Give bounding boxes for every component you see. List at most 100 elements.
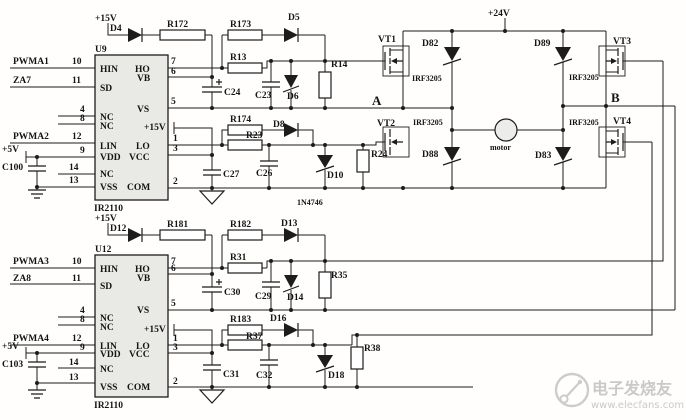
u9-pin13: 13 [69, 176, 79, 186]
d6-label: D6 [287, 92, 299, 102]
u12-pin8: 8 [80, 315, 85, 325]
p15v-label-d4: +15V [95, 14, 117, 24]
diode-d13 [284, 228, 299, 242]
mosfet-vt2 [382, 126, 410, 158]
u9-lo: LO [136, 142, 150, 152]
p15v-label-d12: +15V [95, 214, 117, 224]
c100-label: C100 [2, 163, 23, 173]
u12-ref: U12 [95, 245, 112, 255]
u9-ho: HO [135, 65, 150, 75]
d12-label: D12 [110, 224, 127, 234]
u12-pin1: 1 [173, 334, 178, 344]
resistor-r35 [318, 271, 332, 299]
resistor-r14 [318, 71, 332, 99]
u12-ho: HO [135, 265, 150, 275]
diode-d16 [284, 323, 299, 337]
u12-pin4: 4 [80, 306, 85, 316]
u9-pin8: 8 [80, 114, 85, 124]
vt3-gate-route [266, 61, 664, 268]
vt4-part-label: IRF3205 [569, 118, 599, 127]
elecfans-logo-icon [554, 372, 590, 408]
d10-label: D10 [327, 171, 344, 181]
vt3-part-label: IRF3205 [569, 73, 599, 82]
r173-label: R173 [230, 20, 251, 30]
u12-pin9: 9 [80, 343, 85, 353]
d83-label: D83 [535, 151, 552, 161]
d88-label: D88 [422, 150, 439, 160]
vt4-gate-route [351, 142, 653, 345]
za8-label: ZA8 [13, 274, 31, 284]
u12-pin5: 5 [171, 299, 176, 309]
vt4-wires [605, 106, 652, 188]
u12-vs: VS [137, 306, 149, 316]
u12-ho-gate-line [168, 261, 292, 310]
pwma3-label: PWMA3 [13, 257, 49, 267]
c31-label: C31 [223, 370, 240, 380]
r181-label: R181 [167, 220, 188, 230]
u12-pin3: 3 [173, 343, 178, 353]
resistor-r31 [227, 262, 263, 274]
zener-d82 [442, 47, 462, 66]
p5v-label-u12: +5V [2, 342, 19, 352]
resistor-r38 [350, 346, 364, 370]
ground-triangle-bottom [198, 389, 226, 404]
watermark-brand: 电子发烧友 [592, 379, 673, 398]
u9-vss: VSS [100, 183, 117, 193]
resistor-r173 [227, 29, 263, 41]
u12-sd: SD [100, 282, 112, 292]
u9-ho-gate-line [168, 60, 385, 108]
junction-dots [35, 29, 608, 389]
u12-vdd: VDD [100, 350, 121, 360]
mosfet-vt3 [598, 45, 626, 77]
u12-left-pin-wires [10, 267, 95, 384]
u12-body [94, 254, 169, 398]
u12-pin6: 6 [171, 264, 176, 274]
u12-pin14: 14 [69, 358, 79, 368]
u9-pin1: 1 [173, 134, 178, 144]
rail-24v [403, 18, 606, 32]
c26-label: C26 [256, 169, 273, 179]
d18-label: D18 [328, 371, 345, 381]
r174-label: R174 [230, 115, 251, 125]
vt2-label: VT2 [377, 119, 395, 129]
c103-label: C103 [2, 360, 23, 370]
r183-label: R183 [230, 315, 251, 325]
d16-label: D16 [270, 314, 287, 324]
r38-label: R38 [364, 344, 381, 354]
capacitor-c32 [260, 359, 278, 366]
capacitor-c26 [260, 160, 278, 167]
r182-label: R182 [230, 220, 251, 230]
d13-label: D13 [281, 219, 298, 229]
capacitor-c27 [203, 169, 221, 176]
r37-label: R37 [246, 332, 263, 342]
u12-part: IR2110 [94, 401, 123, 411]
u12-vcc: VCC [129, 350, 150, 360]
r23-label: R23 [246, 131, 263, 141]
r13-label: R13 [230, 53, 247, 63]
earth-ground-c103 [28, 389, 46, 399]
d82-label: D82 [422, 39, 439, 49]
resistor-r182 [227, 229, 263, 241]
motor-symbol [494, 118, 518, 142]
u12-nc2: NC [100, 323, 114, 333]
vt1-part-label: IRF3205 [412, 74, 442, 83]
capacitor-c30 [202, 279, 222, 293]
u9-vs: VS [137, 105, 149, 115]
p5v-label-u9: +5V [2, 145, 19, 155]
resistor-r183 [227, 324, 263, 336]
c29-label: C29 [255, 292, 272, 302]
u12-pin12: 12 [72, 334, 82, 344]
zener-d18 [315, 355, 335, 373]
u9-nc3: NC [100, 170, 114, 180]
u12-lo: LO [136, 342, 150, 352]
capacitor-c29 [262, 281, 280, 288]
u9-pin9: 9 [80, 146, 85, 156]
u12-pin13: 13 [69, 373, 79, 383]
u12-hin: HIN [100, 265, 118, 275]
u12-vb-vs-lines [168, 273, 675, 311]
zener-d10 [315, 155, 335, 173]
r24-label: R24 [371, 150, 388, 160]
za7-label: ZA7 [13, 76, 31, 86]
zener-d14 [282, 275, 300, 293]
watermark-url: www.elecfans.com [591, 400, 684, 411]
